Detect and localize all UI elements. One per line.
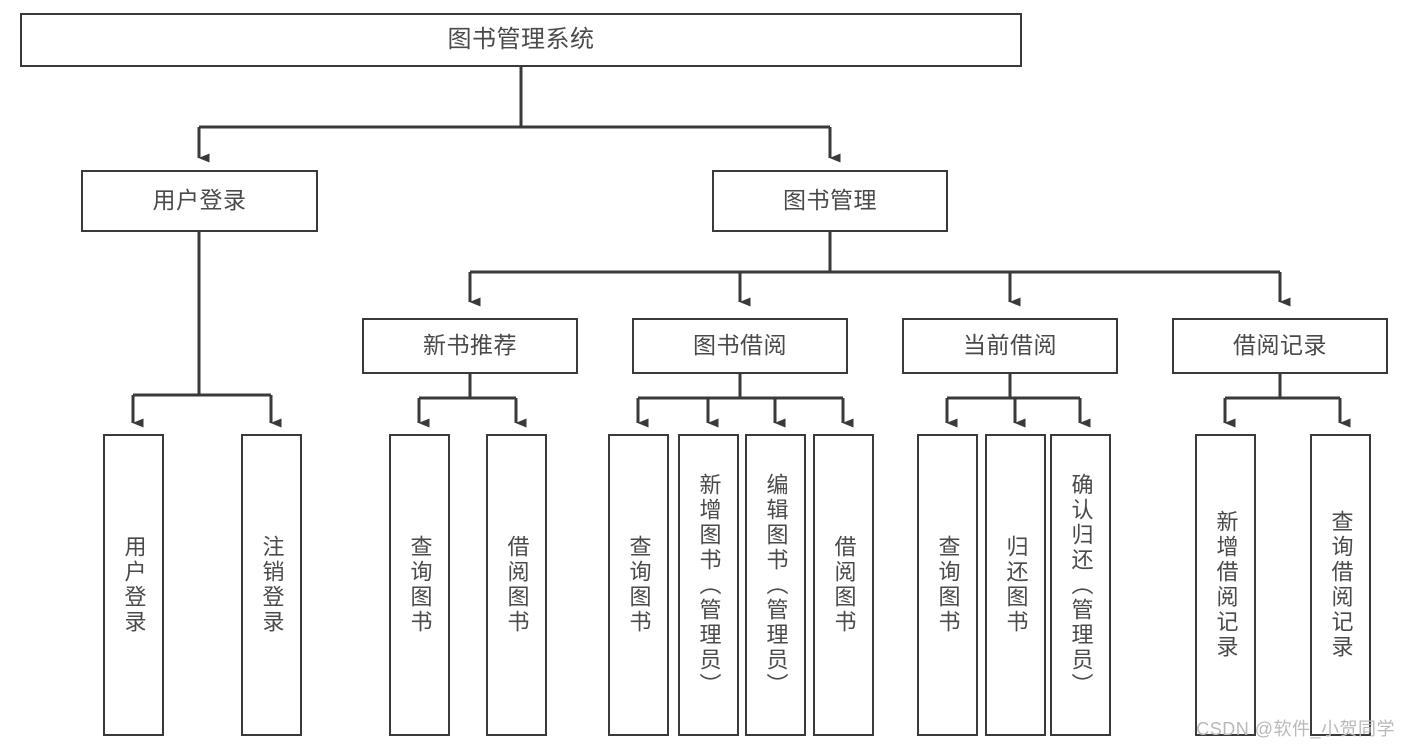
node-label: 编辑图书（管理员） <box>763 472 789 698</box>
node-label: 查询借阅记录 <box>1328 510 1354 660</box>
leaf-new-book-borrow-book[interactable]: 借阅图书 <box>486 434 547 736</box>
leaf-book-borrow-add-book-admin[interactable]: 新增图书（管理员） <box>678 434 739 736</box>
node-label: 借阅图书 <box>504 535 530 635</box>
node-current-borrow[interactable]: 当前借阅 <box>902 318 1118 374</box>
node-borrow-record[interactable]: 借阅记录 <box>1172 318 1388 374</box>
node-label: 归还图书 <box>1003 535 1029 635</box>
node-label: 图书管理系统 <box>447 25 595 53</box>
node-label: 新增图书（管理员） <box>696 472 722 698</box>
node-label: 借阅记录 <box>1233 332 1327 359</box>
node-label: 用户登录 <box>121 535 147 635</box>
leaf-user-login-logout[interactable]: 注销登录 <box>241 434 302 736</box>
leaf-current-borrow-confirm-return-admin[interactable]: 确认归还（管理员） <box>1050 434 1111 736</box>
leaf-book-borrow-edit-book-admin[interactable]: 编辑图书（管理员） <box>745 434 806 736</box>
node-book-borrow[interactable]: 图书借阅 <box>632 318 848 374</box>
node-label: 查询图书 <box>407 535 433 635</box>
leaf-borrow-record-add-record[interactable]: 新增借阅记录 <box>1195 434 1256 736</box>
node-label: 图书借阅 <box>693 332 787 359</box>
node-root-book-management-system[interactable]: 图书管理系统 <box>20 13 1022 67</box>
node-label: 借阅图书 <box>831 535 857 635</box>
leaf-user-login-login[interactable]: 用户登录 <box>103 434 164 736</box>
leaf-current-borrow-query-book[interactable]: 查询图书 <box>917 434 978 736</box>
leaf-book-borrow-query-book[interactable]: 查询图书 <box>608 434 669 736</box>
node-book-management[interactable]: 图书管理 <box>712 170 948 232</box>
node-label: 查询图书 <box>935 535 961 635</box>
node-label: 用户登录 <box>152 187 247 214</box>
node-user-login[interactable]: 用户登录 <box>81 170 318 232</box>
leaf-current-borrow-return-book[interactable]: 归还图书 <box>985 434 1046 736</box>
node-label: 查询图书 <box>626 535 652 635</box>
leaf-book-borrow-borrow-book[interactable]: 借阅图书 <box>813 434 874 736</box>
node-label: 新书推荐 <box>423 332 517 359</box>
leaf-borrow-record-query-record[interactable]: 查询借阅记录 <box>1310 434 1371 736</box>
node-label: 图书管理 <box>783 187 877 214</box>
node-label: 新增借阅记录 <box>1213 510 1239 660</box>
leaf-new-book-query-book[interactable]: 查询图书 <box>389 434 450 736</box>
node-label: 当前借阅 <box>963 332 1057 359</box>
node-label: 确认归还（管理员） <box>1068 472 1094 698</box>
node-new-book-recommend[interactable]: 新书推荐 <box>362 318 578 374</box>
node-label: 注销登录 <box>259 535 285 635</box>
